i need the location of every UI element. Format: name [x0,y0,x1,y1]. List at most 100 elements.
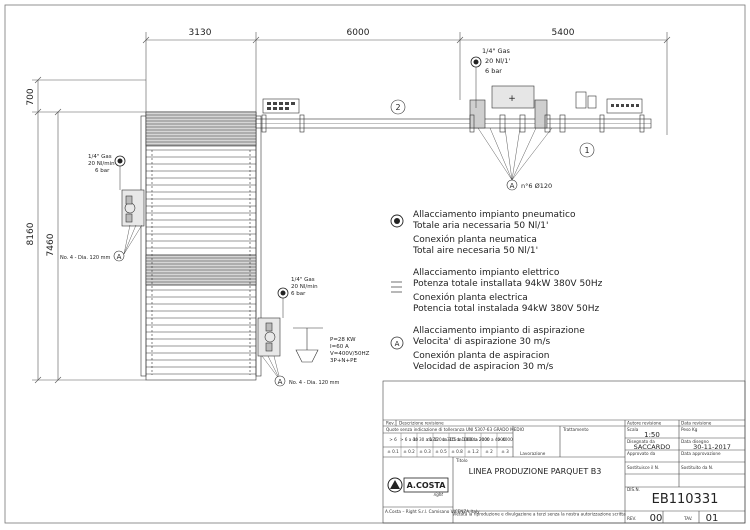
suction-top-marker [506,179,518,191]
machining-label: Lavorazione [520,451,546,456]
dimension-left-1: 700 [26,88,36,105]
tolerance-value: ± 0.2 [403,449,415,454]
dimension-left-3: 7460 [46,233,56,256]
conveyor-support [599,114,605,133]
tolerance-value: ± 1.2 [467,449,479,454]
tolerance-header: > 4000 [497,437,513,442]
suction-bottom-letter: A [278,378,283,386]
electric-legend-icon [391,281,402,293]
pneumatic-top-line3: 6 bar [485,67,502,75]
conveyor-horizontal [255,85,652,133]
legend-electric-it-2: Potenza totale installata 94kW 380V 50Hz [413,279,603,289]
electric-box [293,327,323,363]
tolerance-value: ± 2 [485,449,493,454]
rev-label: Rev. [386,421,395,426]
suction-left-text: No. 4 - Dia. 120 mm [60,255,111,261]
legend-pneumatic-it-2: Totale aria necessaria 50 Nl/1' [412,221,548,231]
conveyor-support [261,114,267,133]
tolerance-header: da 2000 a 4000 [472,437,505,442]
conveyor-support [544,114,551,133]
suction-bottom-marker [274,375,286,387]
electric-power: P=28 KW [330,337,356,343]
suction-bottom-text: No. 4 - Dia. 120 mm [289,380,340,386]
tolerance-header: da 30 a 120 [412,437,437,442]
pneumatic-left-line1: 1/4" Gas [88,154,112,160]
pneumatic-left-line2: 20 Nl/min [88,161,115,167]
date-rev-label: Data revisione [681,421,712,426]
dimension-left-2: 8160 [26,222,36,245]
legend-suction-es-1: Conexión planta de aspiracion [413,350,550,361]
rev-number: 00 [650,513,663,524]
company-address: A.Costa – Right S.r.l. Camisano VICENZA … [385,509,480,514]
electric-voltage: V=400V/50HZ [330,351,370,357]
sheet-word: TAV. [683,516,693,521]
pneumatic-connection-bottom-icon [277,287,289,299]
tolerance-note: Quote senza indicazione di tolleranza UN… [386,427,525,432]
pneumatic-top-line2: 20 Nl/1' [485,57,510,65]
author-rev-label: Autore revisione [627,421,662,426]
legend-suction-es-2: Velocidad de aspiracion 30 m/s [413,362,554,372]
date-drawn-value: 30-11-2017 [693,443,731,451]
conveyor-support [519,114,526,133]
approved-by-label: Approvato da [627,451,656,456]
pneumatic-connection-top-icon [470,56,482,68]
tolerance-header: > 6 a 30 [400,437,418,442]
treatment-label: Trattamento [562,427,589,432]
legend-pneumatic-it-1: Allacciamento impianto pneumatico [413,210,576,220]
dimension-top-1: 3130 [189,28,212,38]
suction-left-marker [113,250,125,262]
scale-value: 1:50 [644,431,660,439]
sheet-border [4,4,746,524]
legend-electric-es-2: Potencia total instalada 94kW 380V 50Hz [413,304,600,314]
motor-symbol: + [508,94,516,104]
tolerance-value: ± 0.1 [387,449,399,454]
svg-text:right: right [434,492,444,497]
replaces-label: Sostituisce il N. [627,465,659,470]
tolerance-header: > 6 [389,437,397,442]
suction-leaders-left [123,224,143,255]
pneumatic-top-line1: 1/4" Gas [482,47,511,55]
dimension-top-3: 5400 [552,28,575,38]
tolerance-table: > 6 ± 0.1 > 6 a 30 ± 0.2 da 30 a 120 ± 0.3 da … [387,433,513,457]
drawing-title: LINEA PRODUZIONE PARQUET B3 [469,467,602,476]
electric-phases: 3P+N+PE [330,358,357,364]
legend-electric-it-1: Allacciamento impianto elettrico [413,268,560,278]
rev-word: REV. [627,516,636,521]
left-dimensions [32,76,146,384]
scale-label: Scala [627,427,639,432]
production-line-vertical [140,111,262,381]
suction-leaders-bottom [261,355,281,381]
pneumatic-left-line3: 6 bar [95,168,110,174]
drawing-number: EB110331 [652,492,719,507]
tolerance-value: ± 0.3 [419,449,431,454]
replaced-by-label: Sostituito da N. [681,465,713,470]
top-dimensions [142,32,671,135]
tolerance-value: ± 0.5 [435,449,447,454]
legend-electric-es-1: Conexión planta electrica [413,292,528,303]
suction-top-letter: A [510,182,515,190]
suction-legend-icon: A [390,336,404,350]
rev-desc-label: Descrizione revisione [399,421,444,426]
svg-text:A.COSTA: A.COSTA [407,481,447,490]
company-logo: A.COSTA right [387,477,449,497]
pneumatic-bottom-line2: 20 Nl/min [291,284,318,290]
conveyor-support [499,114,506,133]
electric-current: I=60 A [330,344,349,350]
footer-note: Vietata la riproduzione e divulgazione a… [452,512,626,517]
conveyor-support [299,114,305,133]
callout-2-label: 2 [395,103,400,112]
callout-1-label: 1 [584,146,589,155]
title-label: Titolo [455,458,468,463]
drawn-by-value: SACCARDO [634,443,671,451]
left-side-unit [121,189,145,227]
control-panel-left [262,98,300,114]
date-approved-label: Data approvazione [681,451,721,456]
control-panel-right [606,98,643,114]
legend-suction-it-1: Allacciamento impianto di aspirazione [413,326,585,336]
pneumatic-bottom-line3: 6 bar [291,291,306,297]
suction-left-letter: A [117,253,122,261]
callout-2 [390,99,406,115]
drawn-by-label: Disegnato da [627,439,655,444]
pneumatic-legend-icon [390,214,404,228]
